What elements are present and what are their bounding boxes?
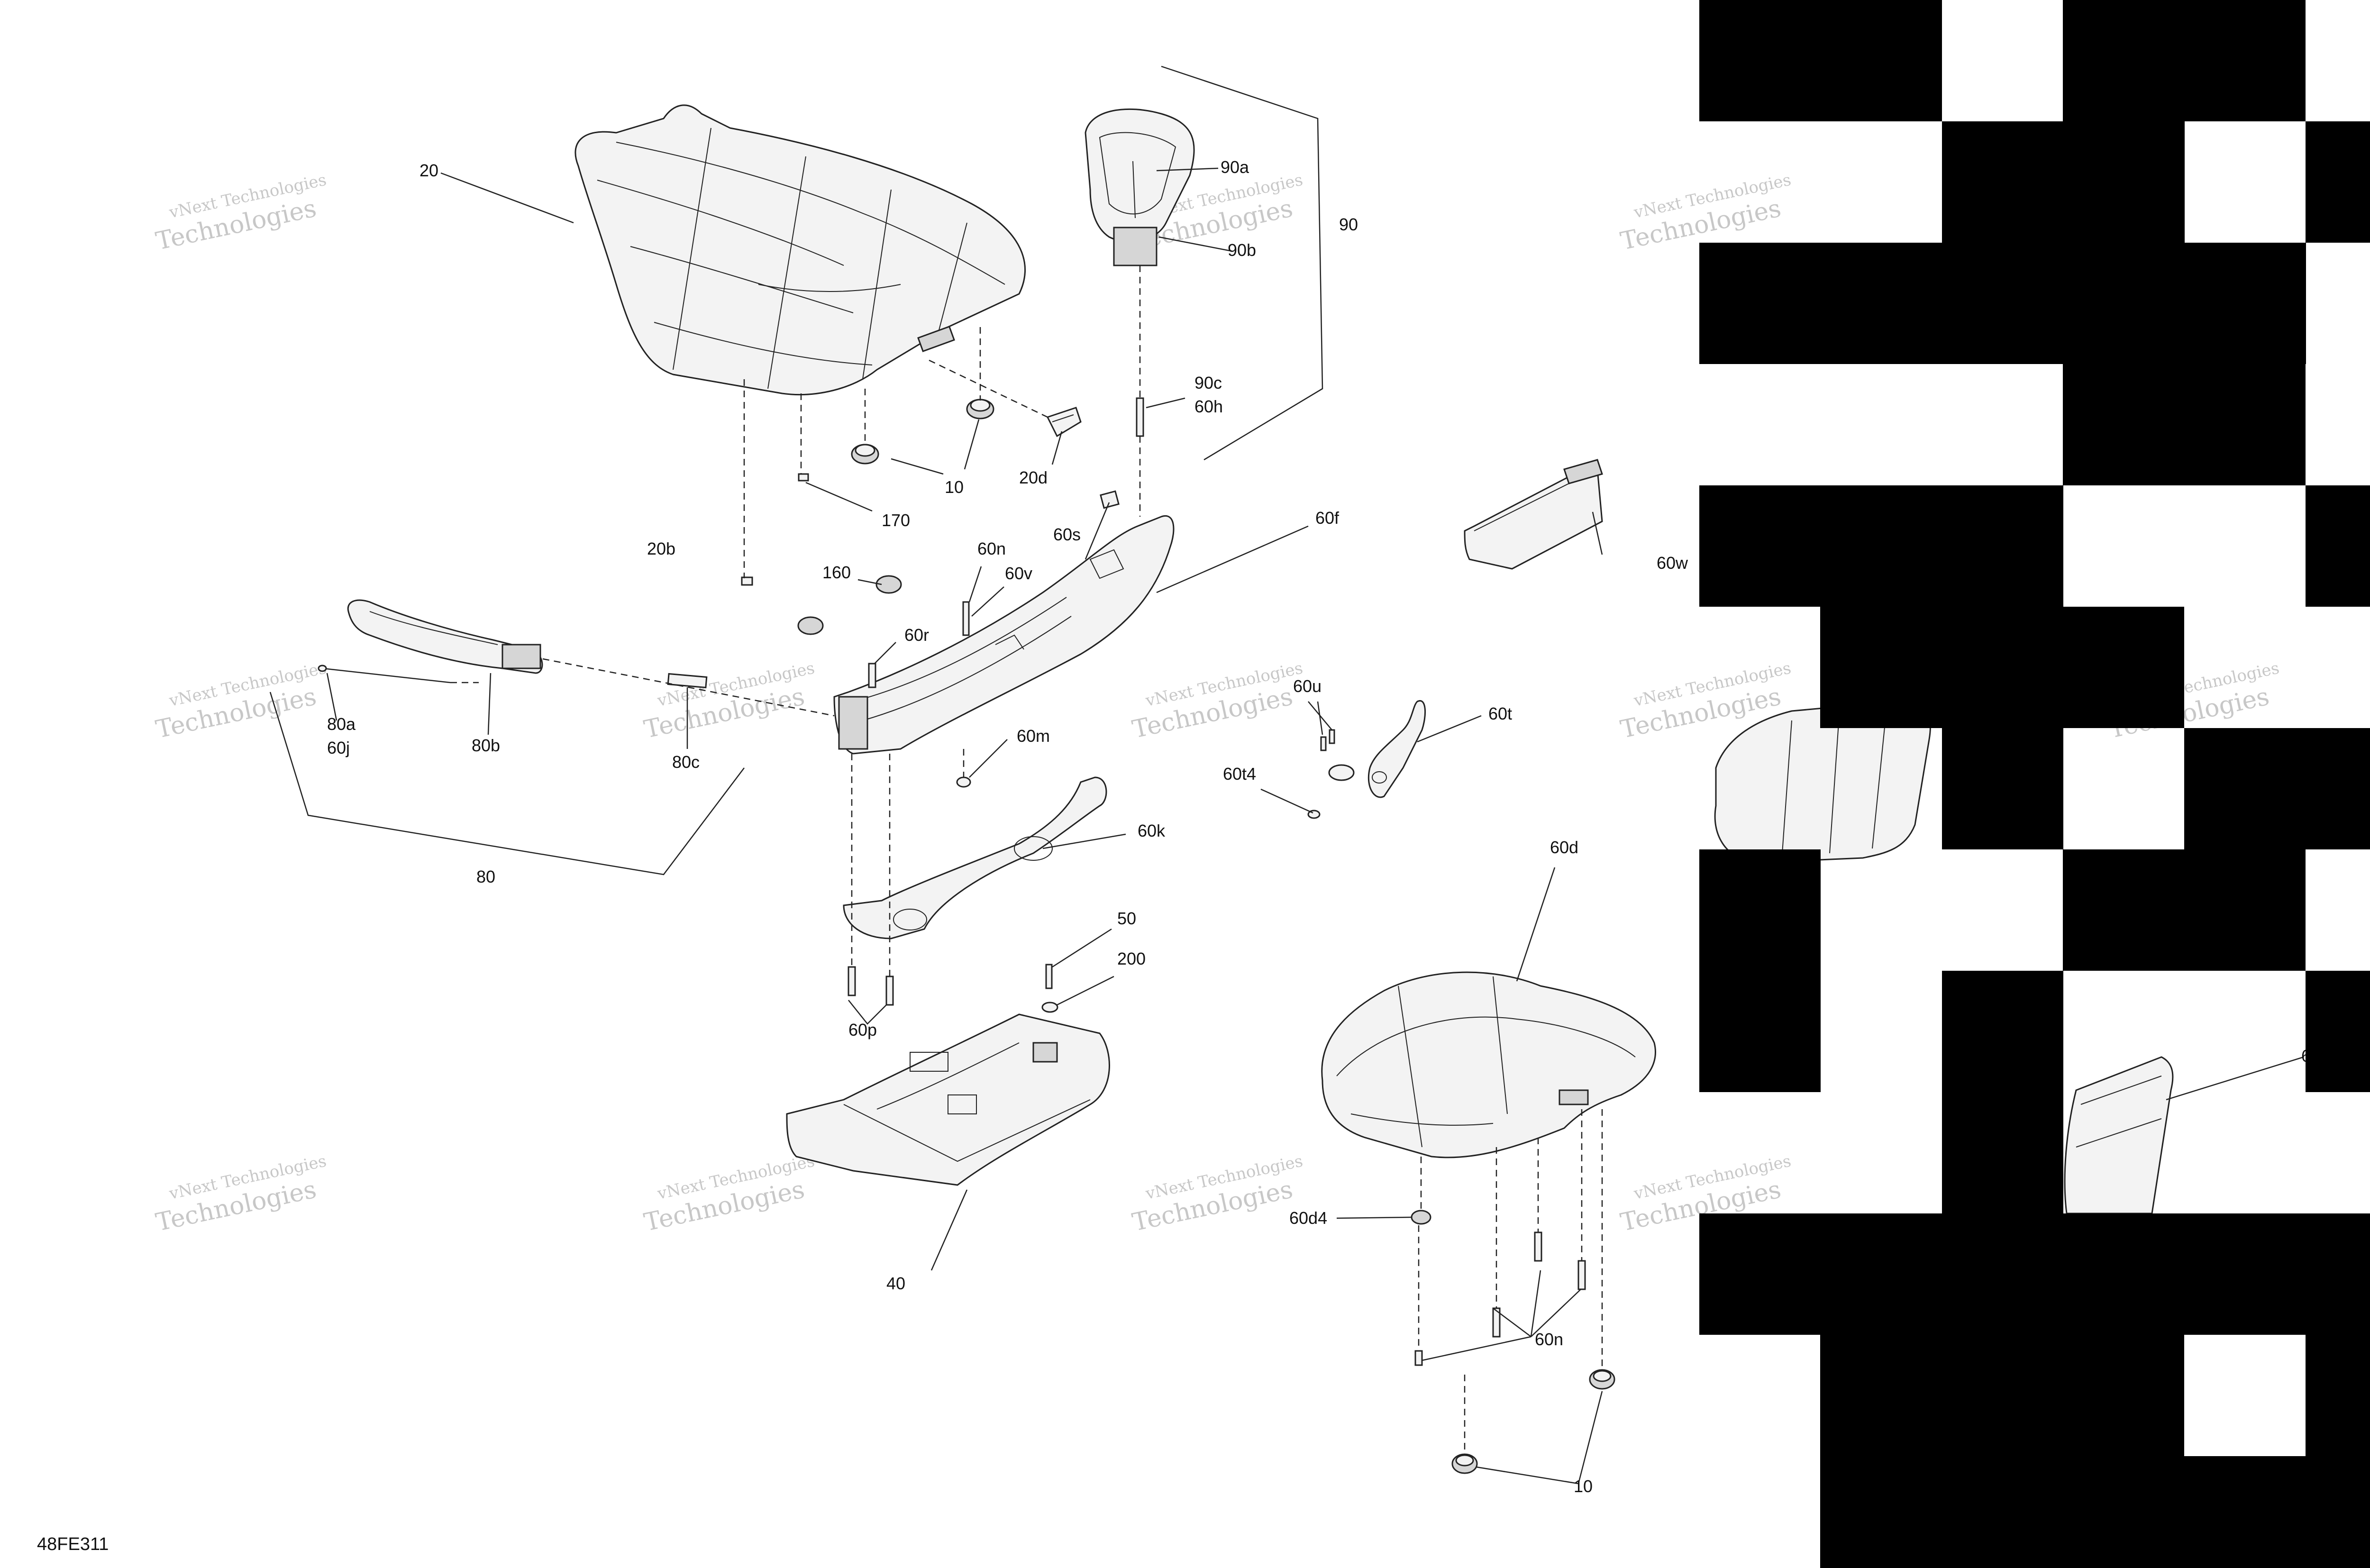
callout-90c: 90c (1194, 373, 1222, 392)
callout-20b: 20b (647, 539, 675, 558)
callout-80c: 80c (672, 752, 700, 772)
side-cover-part (1464, 459, 1603, 570)
callout-80a: 80a (327, 714, 356, 734)
seat-base-frame-part (833, 515, 1175, 755)
callout-60s: 60s (1053, 525, 1081, 544)
grommet-part (1411, 1210, 1615, 1474)
assembly-lines (450, 265, 1603, 1454)
pin-part (1136, 397, 1144, 437)
callout-60k: 60k (1138, 821, 1166, 840)
callout-20: 20 (419, 161, 438, 180)
bolt-part (848, 964, 1058, 1013)
rear-backrest-part (1714, 700, 1931, 864)
bolt-part (868, 601, 971, 788)
callout-80b: 80b (472, 736, 500, 755)
grommet-part (966, 399, 994, 419)
callout-50: 50 (1117, 909, 1136, 928)
callout-60n: 60n (1535, 1330, 1563, 1349)
callout-60m: 60m (1017, 726, 1050, 746)
occlusion-mask (1699, 0, 2370, 1568)
diagram-code: 48FE311 (37, 1534, 109, 1554)
callout-40: 40 (886, 1274, 905, 1293)
grommet-part (797, 575, 902, 635)
callout-60d4: 60d4 (1289, 1208, 1327, 1228)
callout-90b: 90b (1228, 240, 1256, 260)
grommet-part (851, 444, 879, 465)
driver-seat-part (574, 104, 1026, 395)
callout-60j: 60j (327, 738, 350, 757)
rod-part (318, 665, 451, 684)
seat-clip-part (1046, 407, 1082, 438)
callout-60t4: 60t4 (1223, 764, 1256, 784)
callout-200: 200 (1117, 949, 1146, 968)
callout-170: 170 (882, 511, 910, 530)
clip-part (1100, 490, 1120, 509)
callout-60d: 60d (1550, 838, 1578, 857)
callout-60p: 60p (848, 1020, 877, 1039)
spacer-part (667, 673, 708, 689)
latch-bracket-part (1328, 700, 1426, 798)
seat-pan-part (786, 1013, 1110, 1186)
bracket-part (843, 776, 1107, 939)
grab-bar-part (347, 599, 543, 674)
callout-60f: 60f (1315, 508, 1340, 528)
passenger-seat-part (1321, 971, 1656, 1158)
callout-labels: 20 20b 20d 10 170 90 90a 90b 90c 60h 60f… (327, 157, 1688, 1496)
passenger-handle-part (1085, 108, 1195, 266)
callout-80: 80 (476, 867, 495, 886)
rear-side-part: 6 (2064, 1046, 2311, 1214)
callout-20d: 20d (1019, 468, 1048, 487)
callout-160: 160 (822, 563, 851, 582)
callout-60u: 60u (1293, 676, 1322, 696)
callout-60r: 60r (904, 625, 929, 645)
callout-60t: 60t (1488, 704, 1512, 723)
leader-lines (269, 65, 1603, 1485)
callout-10: 10 (1574, 1477, 1593, 1496)
callout-10: 10 (945, 477, 964, 497)
callout-60n: 60n (977, 539, 1006, 558)
callout-60w: 60w (1657, 553, 1688, 573)
callout-90: 90 (1339, 215, 1358, 234)
fastener-part (741, 576, 753, 586)
callout-60v: 60v (1005, 564, 1032, 583)
fastener-part (798, 473, 809, 482)
callout-90a: 90a (1221, 157, 1249, 177)
callout-60h: 60h (1194, 397, 1223, 416)
